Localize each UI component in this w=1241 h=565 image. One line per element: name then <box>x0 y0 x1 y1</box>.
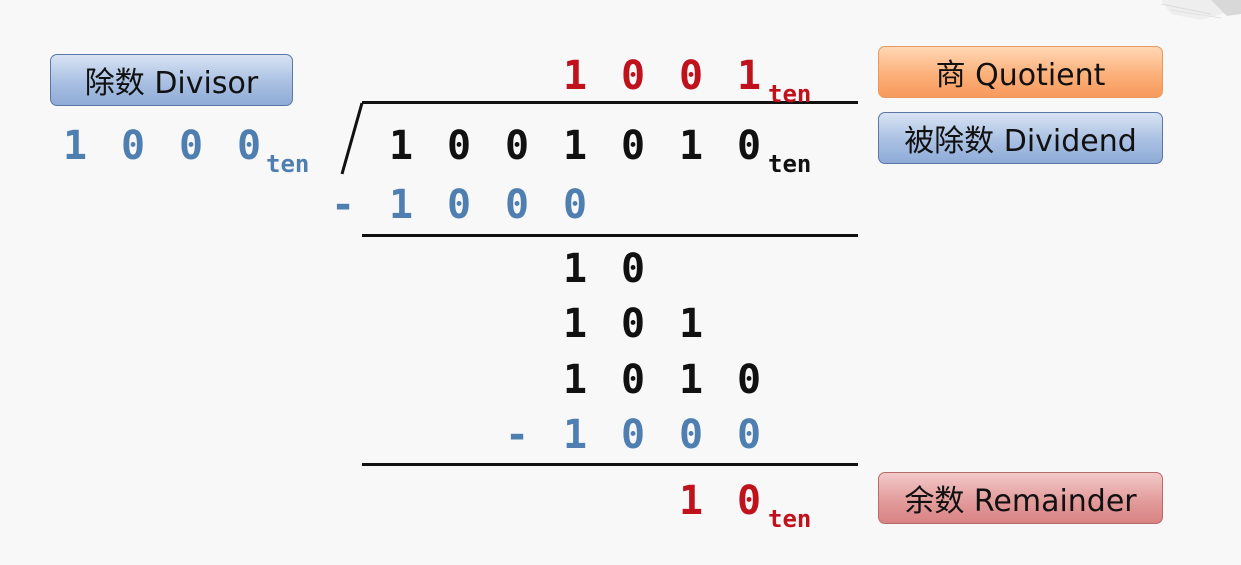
step-digit: 0 <box>736 357 762 403</box>
division-bar <box>362 101 858 104</box>
divisor-digit: 0 <box>178 123 204 169</box>
divisor-digit: 0 <box>236 123 262 169</box>
step-digit: 1 <box>678 301 704 347</box>
remainder-base-subscript: ten <box>768 505 812 533</box>
quotient-label: 商 Quotient <box>878 46 1163 98</box>
subtraction-line-2 <box>362 463 858 466</box>
subtract-digit: 0 <box>678 412 704 458</box>
step-digit: 1 <box>678 357 704 403</box>
subtract-digit: 0 <box>562 182 588 228</box>
quotient-digit: 1 <box>562 53 588 99</box>
step-digit: 1 <box>562 246 588 292</box>
step-digit: 1 <box>562 301 588 347</box>
dividend-digit: 0 <box>446 123 472 169</box>
subtract-digit: 1 <box>562 412 588 458</box>
dividend-digit: 0 <box>504 123 530 169</box>
quotient-base-subscript: ten <box>768 80 812 108</box>
dividend-label: 被除数 Dividend <box>878 112 1163 164</box>
decorative-corner-graphic <box>1061 0 1241 40</box>
remainder-label: 余数 Remainder <box>878 472 1163 524</box>
subtract-digit: 0 <box>736 412 762 458</box>
dividend-digit: 1 <box>388 123 414 169</box>
divisor-digit: 1 <box>62 123 88 169</box>
step-digit: 0 <box>620 357 646 403</box>
step-digit: 0 <box>620 301 646 347</box>
remainder-digit: 0 <box>736 478 762 524</box>
dividend-digit: 0 <box>620 123 646 169</box>
subtract-digit: 1 <box>388 182 414 228</box>
dividend-digit: 1 <box>562 123 588 169</box>
remainder-digit: 1 <box>678 478 704 524</box>
division-bracket <box>340 102 364 175</box>
quotient-digit: 0 <box>620 53 646 99</box>
dividend-digit: 0 <box>736 123 762 169</box>
dividend-base-subscript: ten <box>768 150 812 178</box>
minus-sign: - <box>504 412 530 458</box>
step-digit: 1 <box>562 357 588 403</box>
quotient-digit: 1 <box>736 53 762 99</box>
divisor-base-subscript: ten <box>266 150 310 178</box>
dividend-digit: 1 <box>678 123 704 169</box>
subtraction-line-1 <box>362 234 858 237</box>
subtract-digit: 0 <box>446 182 472 228</box>
subtract-digit: 0 <box>620 412 646 458</box>
quotient-digit: 0 <box>678 53 704 99</box>
subtract-digit: 0 <box>504 182 530 228</box>
step-digit: 0 <box>620 246 646 292</box>
minus-sign: - <box>330 182 356 228</box>
divisor-label: 除数 Divisor <box>50 54 293 106</box>
divisor-digit: 0 <box>120 123 146 169</box>
